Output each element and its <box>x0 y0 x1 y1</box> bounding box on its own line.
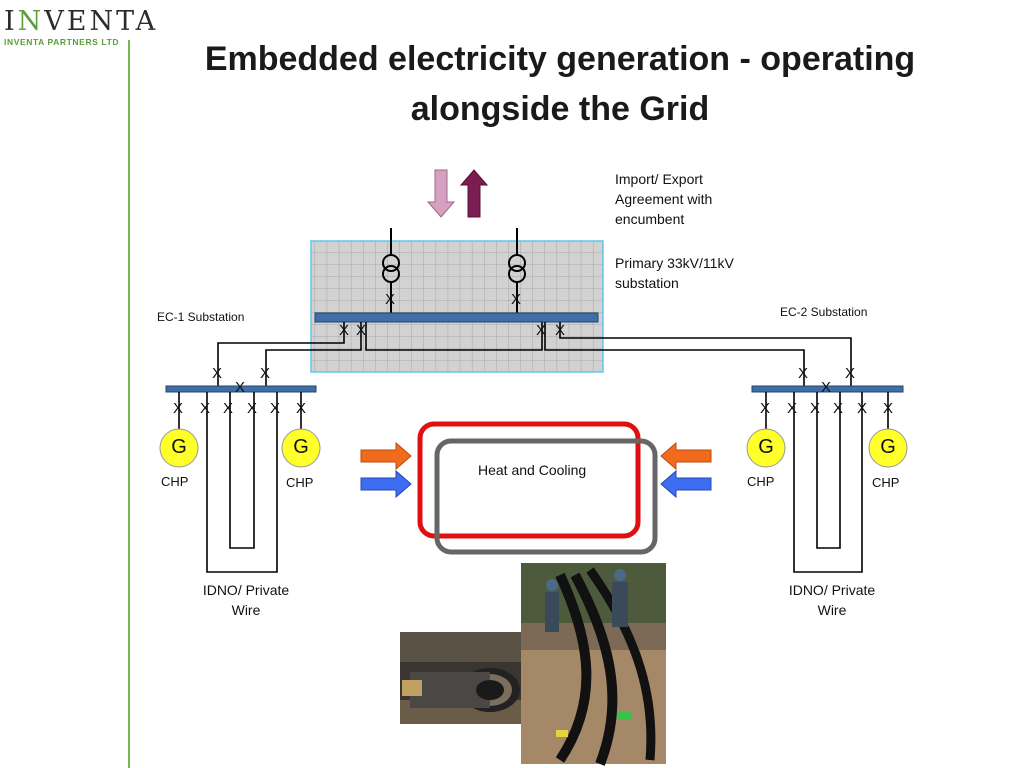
ec2-busbar <box>751 385 904 393</box>
heat-arrow-right <box>660 441 712 471</box>
pipe-photo <box>400 632 524 724</box>
breaker-symbol: X <box>833 400 844 417</box>
company-logo: INVENTA INVENTA PARTNERS LTD <box>4 8 158 48</box>
heat-cooling-label: Heat and Cooling <box>478 462 587 478</box>
ec2-substation-label: EC-2 Substation <box>780 305 868 319</box>
primary-substation-box <box>310 240 604 373</box>
slide-title: Embedded electricity generation - operat… <box>204 40 916 128</box>
export-arrow <box>459 169 489 218</box>
heat-loop <box>417 421 641 539</box>
logo-letter: I <box>4 6 18 37</box>
cable-laying-photo <box>521 563 666 766</box>
generator-symbol: G <box>171 436 187 458</box>
breaker-symbol: X <box>223 400 234 417</box>
breaker-symbol: X <box>200 400 211 417</box>
breaker-symbol: X <box>787 400 798 417</box>
import-arrow <box>426 169 456 218</box>
primary-substation-label: Primary 33kV/11kV substation <box>615 255 734 291</box>
chp-label: CHP <box>161 474 189 489</box>
breaker-symbol: X <box>260 365 271 382</box>
breaker-symbol: X <box>247 400 258 417</box>
breaker-symbol: X <box>235 379 246 396</box>
generator-symbol: G <box>758 436 774 458</box>
idno-private-wire-left-label: IDNO/ Private Wire <box>202 582 290 618</box>
generator-symbol: G <box>880 436 896 458</box>
cooling-loop <box>434 438 658 555</box>
breaker-symbol: X <box>296 400 307 417</box>
generator-4-icon <box>868 428 908 468</box>
breaker-symbol: X <box>536 322 547 339</box>
logo-subtitle: INVENTA PARTNERS LTD <box>4 37 120 47</box>
breaker-symbol: X <box>798 365 809 382</box>
import-export-label: Import/ Export Agreement with encumbent <box>615 171 713 227</box>
idno-private-wire-right-label: IDNO/ Private Wire <box>788 582 876 618</box>
breaker-symbol: X <box>212 365 223 382</box>
ec1-substation-label: EC-1 Substation <box>157 310 245 324</box>
generator-symbol: G <box>293 436 309 458</box>
generator-3-icon <box>746 428 786 468</box>
logo-wordmark: INVENTA <box>4 8 158 36</box>
breaker-symbol: X <box>857 400 868 417</box>
breaker-symbol: X <box>883 400 894 417</box>
breaker-symbol: X <box>339 322 350 339</box>
breaker-symbol: X <box>555 322 566 339</box>
chp-label: CHP <box>747 474 775 489</box>
cool-arrow-right <box>660 469 712 499</box>
ec1-busbar <box>165 385 317 393</box>
logo-letters: VENTA <box>44 6 159 37</box>
breaker-symbol: X <box>810 400 821 417</box>
chp-label: CHP <box>286 475 314 490</box>
chp-label: CHP <box>872 475 900 490</box>
breaker-symbol: X <box>173 400 184 417</box>
breaker-symbol: X <box>760 400 771 417</box>
heat-arrow-left <box>360 441 412 471</box>
breaker-symbol: X <box>511 291 522 308</box>
breaker-symbol: X <box>356 322 367 339</box>
breaker-symbol: X <box>821 379 832 396</box>
transformer-right-icon <box>508 254 526 272</box>
breaker-symbol: X <box>270 400 281 417</box>
breaker-symbol: X <box>385 291 396 308</box>
green-divider-line <box>128 40 130 768</box>
generator-1-icon <box>159 428 199 468</box>
generator-2-icon <box>281 428 321 468</box>
breaker-symbol: X <box>845 365 856 382</box>
logo-letter-accent: N <box>17 6 45 37</box>
primary-busbar <box>314 312 599 323</box>
transformer-left-icon <box>382 254 400 272</box>
cool-arrow-left <box>360 469 412 499</box>
